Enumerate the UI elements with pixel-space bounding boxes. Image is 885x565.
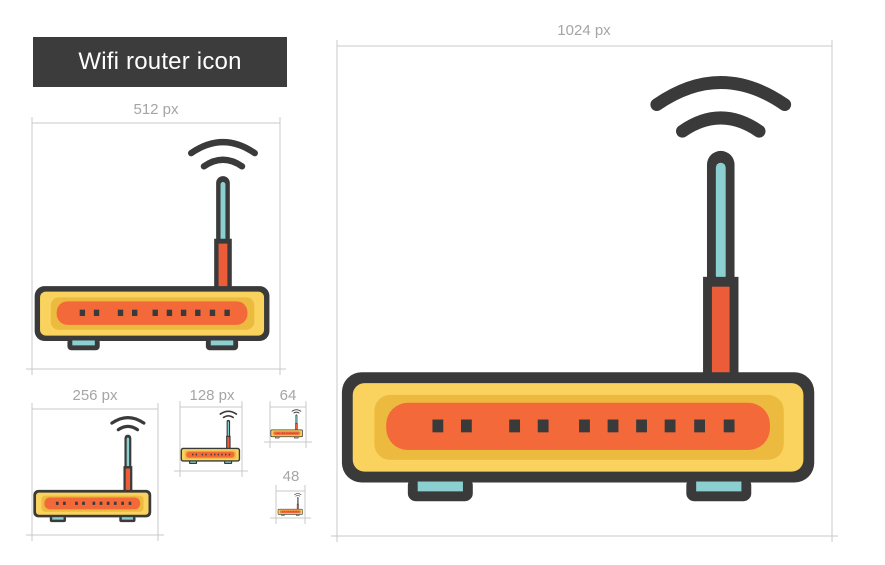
indicator-lights	[432, 419, 735, 433]
antenna	[703, 150, 739, 376]
feet	[275, 436, 299, 439]
router-icon-512	[34, 139, 270, 351]
router-body	[341, 372, 815, 483]
router-body	[180, 447, 241, 462]
wifi-signal-icon	[650, 76, 792, 138]
size-label-256: 256 px	[72, 387, 118, 404]
feet	[67, 338, 239, 351]
size-label-48: 48	[282, 468, 300, 485]
router-body	[33, 489, 152, 518]
router-icon-1024	[341, 76, 815, 502]
feet	[281, 514, 300, 516]
wifi-signal-icon	[219, 410, 238, 419]
size-label-64: 64	[279, 387, 297, 404]
antenna	[214, 176, 232, 288]
router-body	[277, 508, 303, 515]
router-icon-128	[180, 410, 241, 465]
antenna	[296, 497, 299, 510]
wifi-signal-icon	[110, 415, 146, 432]
router-body	[270, 429, 303, 438]
indicator-lights	[55, 501, 132, 505]
wifi-signal-icon	[294, 493, 302, 497]
router-icon-256	[33, 415, 152, 523]
wifi-signal-icon	[188, 139, 258, 170]
feet	[407, 477, 752, 502]
indicator-lights	[282, 511, 299, 513]
size-label-128: 128 px	[189, 387, 235, 404]
antenna	[226, 419, 231, 449]
title-text: Wifi router icon	[78, 48, 242, 75]
title-banner: Wifi router icon	[33, 37, 287, 87]
indicator-lights	[276, 432, 298, 434]
router-icon-64	[270, 409, 303, 439]
router-body	[34, 286, 270, 341]
router-icon-48	[277, 493, 303, 516]
antenna	[123, 434, 133, 491]
antenna	[295, 414, 298, 430]
indicator-lights	[192, 453, 231, 456]
feet	[49, 516, 136, 523]
size-label-512: 512 px	[133, 101, 179, 118]
wifi-signal-icon	[291, 409, 302, 414]
indicator-lights	[79, 309, 230, 317]
feet	[188, 461, 233, 465]
size-label-1024: 1024 px	[557, 22, 611, 39]
